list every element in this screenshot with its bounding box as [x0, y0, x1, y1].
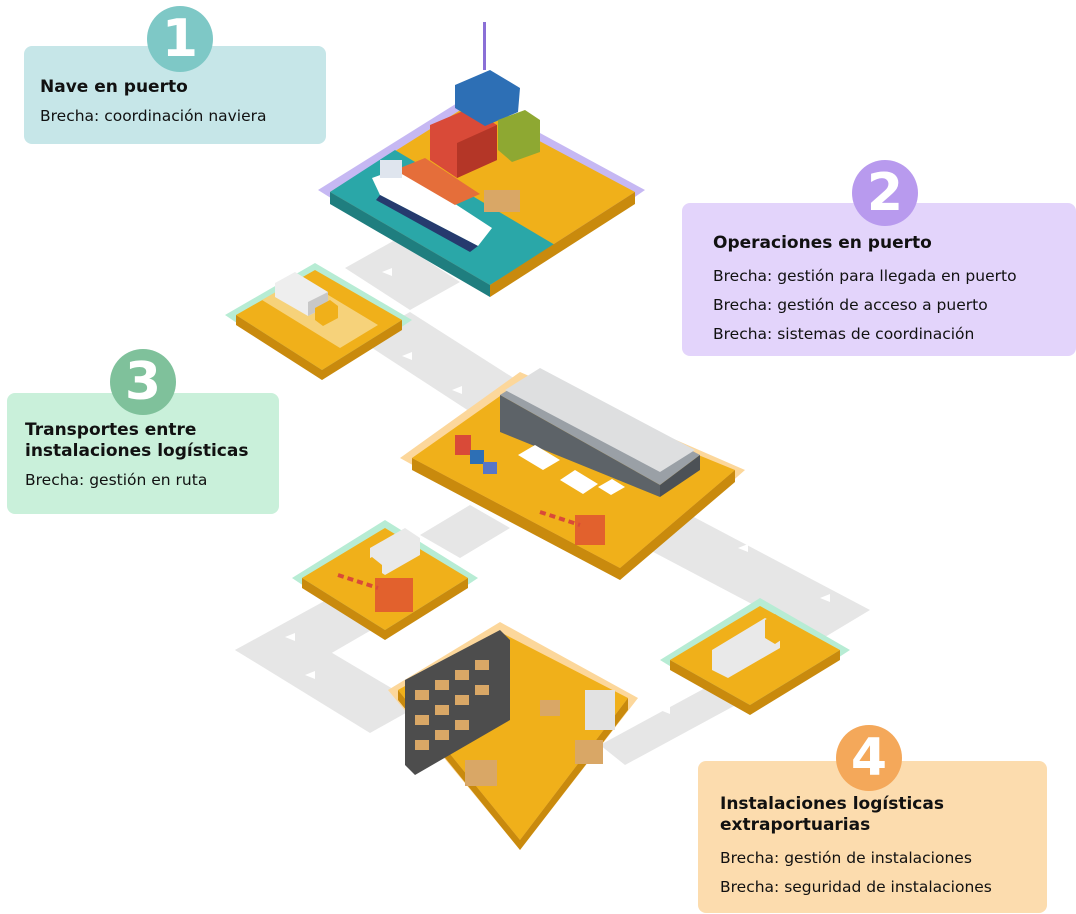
truck-highway-tile — [660, 598, 850, 715]
road-arrow — [402, 352, 412, 360]
truck-icon — [712, 614, 784, 678]
stage-title: Nave en puerto — [40, 77, 188, 97]
road-arrow — [738, 544, 748, 552]
loading-door-icon — [585, 690, 615, 730]
cargo-ship-icon — [372, 158, 492, 252]
road-arrow — [382, 268, 392, 276]
distribution-center-tile — [400, 368, 745, 580]
road-arrow — [660, 706, 670, 714]
trucks-parked-icon — [518, 445, 625, 495]
stage-2-badge: 2 — [852, 160, 918, 226]
gate-booth-icon — [337, 573, 413, 612]
truck-road-tile — [225, 263, 412, 380]
stage-2-card: Operaciones en puerto Brecha: gestión pa… — [682, 203, 1076, 356]
road-segment — [600, 680, 745, 765]
road-arrow — [305, 671, 315, 679]
gap-item: Brecha: gestión para llegada en puerto — [713, 267, 1017, 285]
stage-title: Instalaciones logísticas extraportuarias — [720, 794, 944, 835]
stage-3-card: Transportes entre instalaciones logístic… — [7, 393, 279, 514]
gate-checkpoint-tile — [292, 520, 478, 640]
road-segment — [640, 515, 870, 640]
road-segment — [235, 625, 420, 733]
road-segment — [420, 505, 510, 558]
stage-title: Operaciones en puerto — [713, 233, 932, 253]
stage-title: Transportes entre instalaciones logístic… — [25, 420, 249, 461]
road-segment — [345, 240, 460, 310]
gap-item: Brecha: gestión de instalaciones — [720, 849, 972, 867]
port-with-ship-tile — [318, 22, 645, 297]
containers-icon — [455, 435, 497, 474]
gap-item: Brecha: gestión en ruta — [25, 471, 208, 489]
gap-item: Brecha: sistemas de coordinación — [713, 325, 975, 343]
road-arrow — [820, 594, 830, 602]
gap-item: Brecha: gestión de acceso a puerto — [713, 296, 988, 314]
cargo-boxes-icon — [484, 190, 520, 212]
road-arrows — [285, 268, 830, 714]
stage-1-badge: 1 — [147, 6, 213, 72]
warehouse-building-icon — [500, 368, 700, 497]
shelving-icon — [405, 630, 510, 775]
warehouse-interior-tile — [388, 622, 638, 850]
container-stack-icon — [430, 22, 540, 178]
road-arrow — [285, 633, 295, 641]
gate-booth-icon — [539, 510, 605, 545]
stage-3-badge: 3 — [110, 349, 176, 415]
packages-icon — [465, 700, 603, 786]
gap-item: Brecha: seguridad de instalaciones — [720, 878, 992, 896]
truck-icon — [275, 272, 338, 326]
gap-item: Brecha: coordinación naviera — [40, 107, 267, 125]
road-arrow — [452, 386, 462, 394]
stage-4-badge: 4 — [836, 725, 902, 791]
